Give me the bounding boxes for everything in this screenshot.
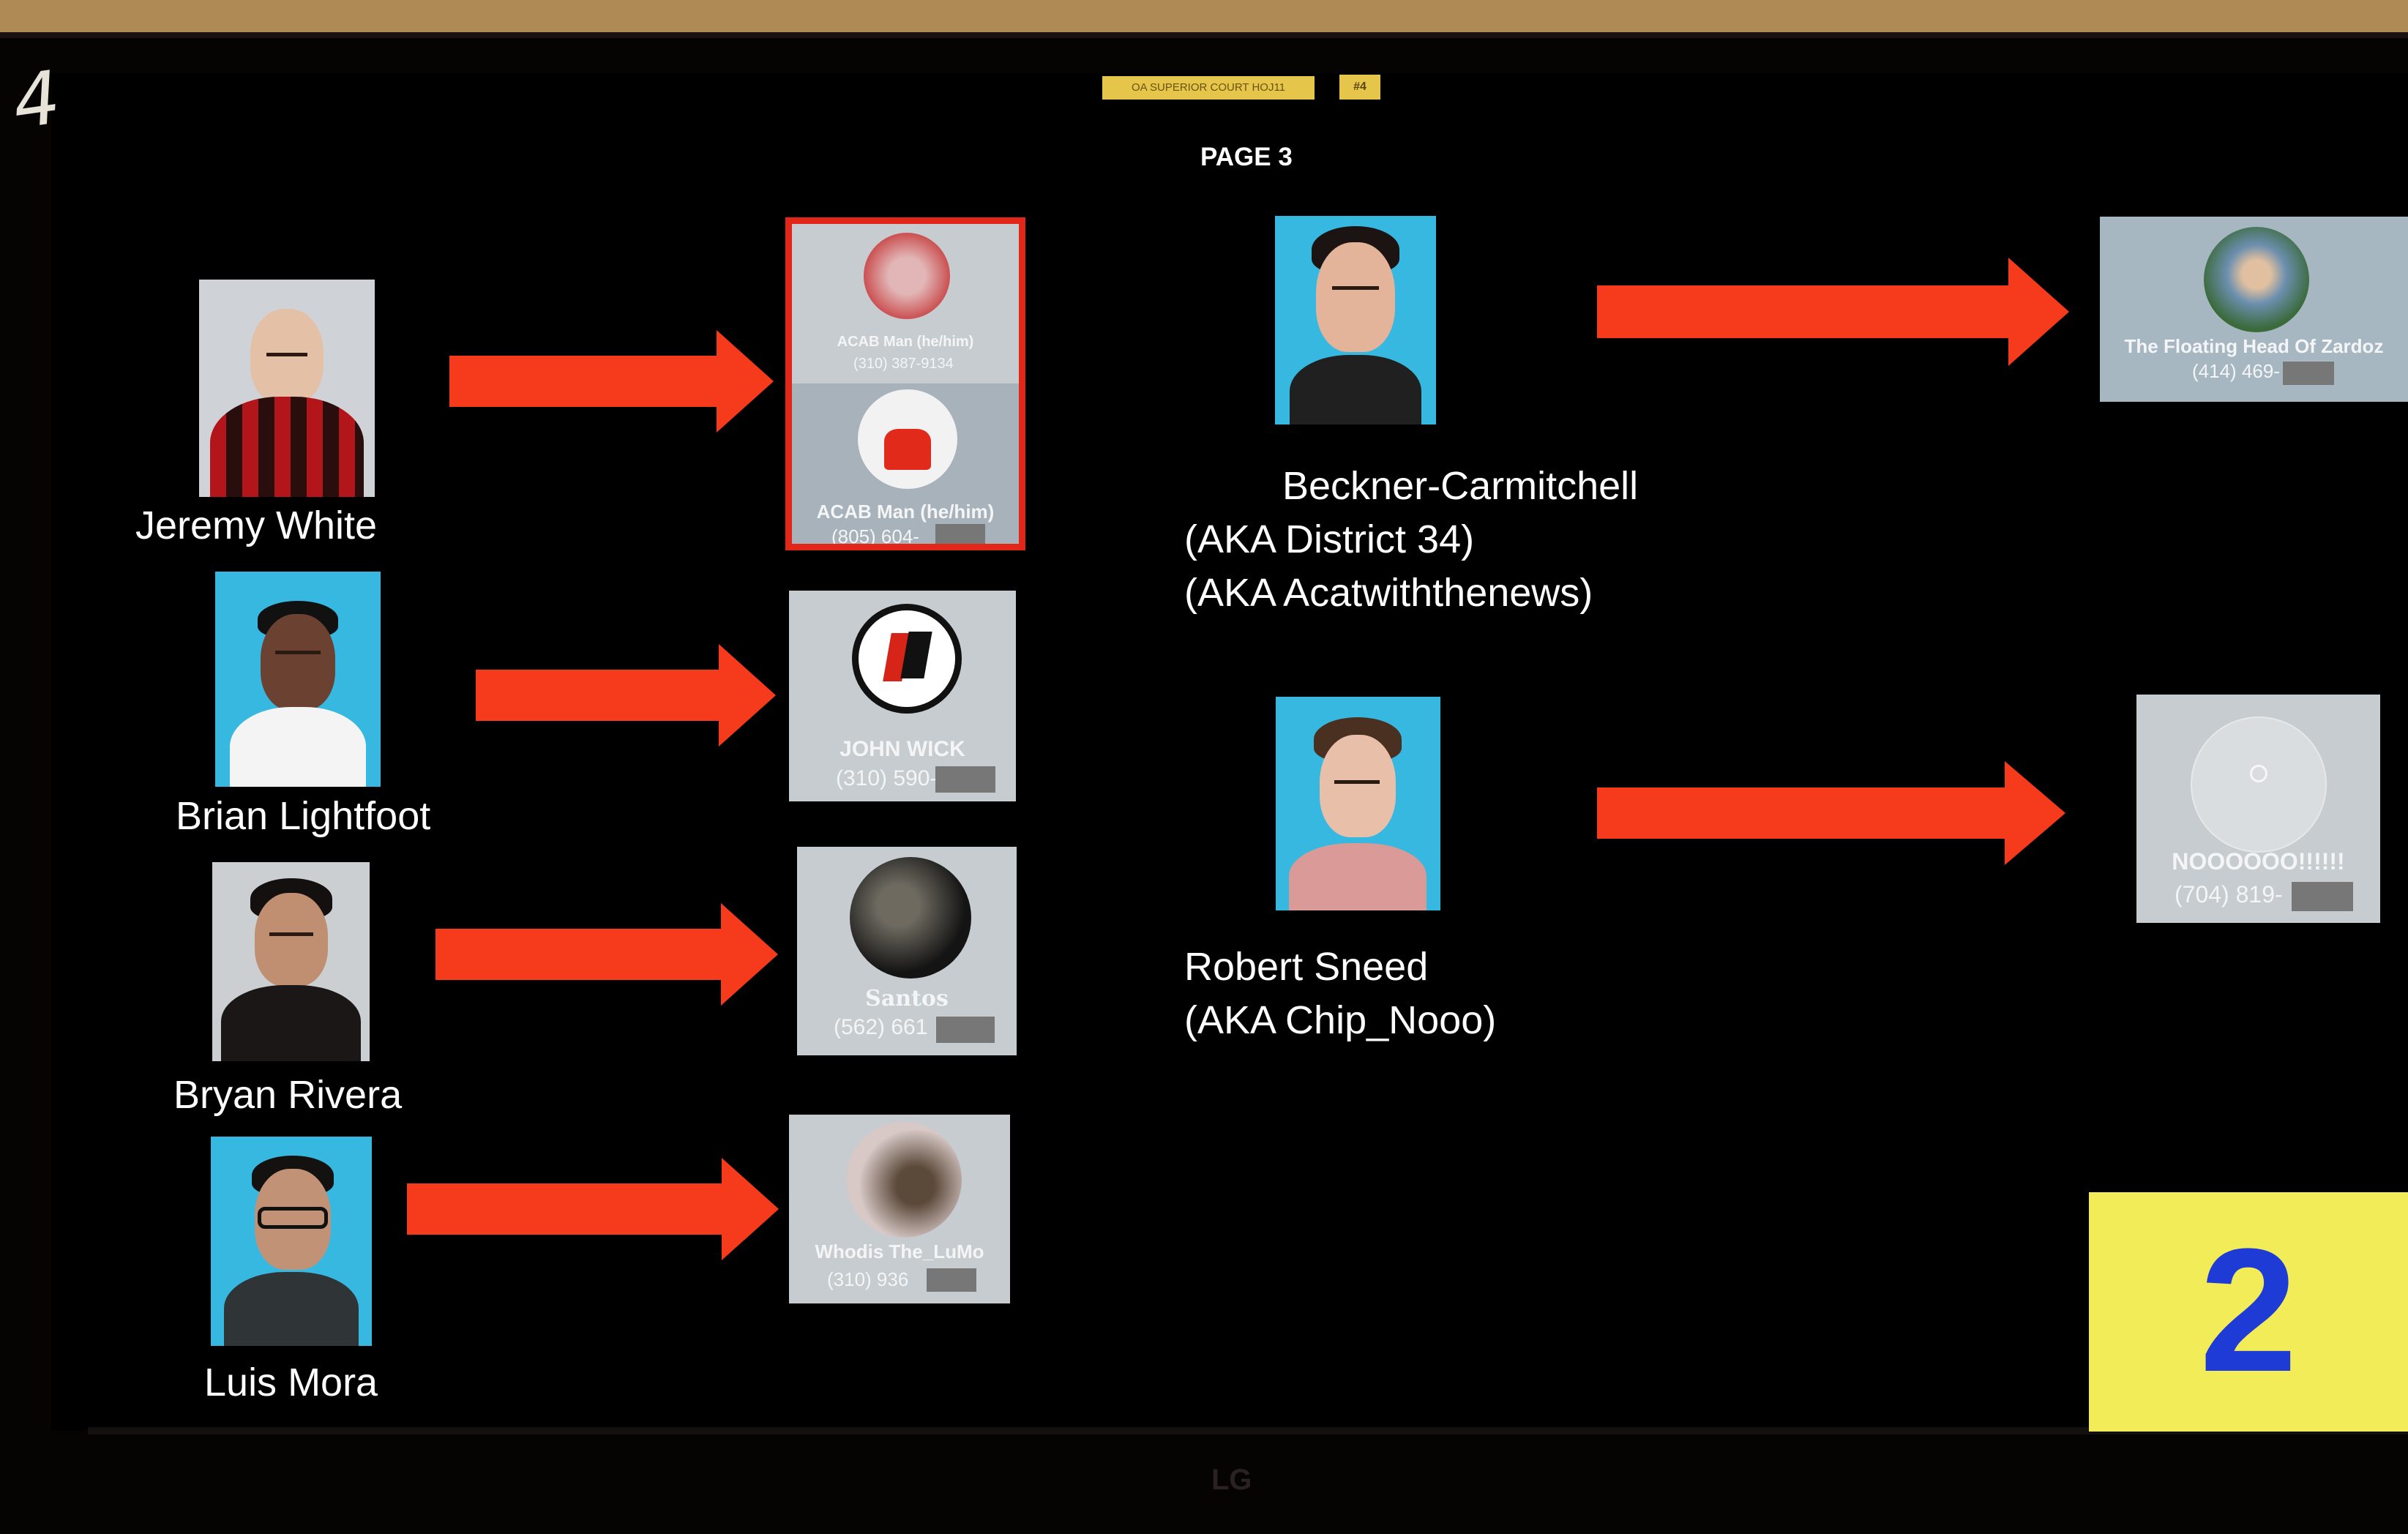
- redaction-box: [2292, 882, 2353, 911]
- profile-phone: (414) 469-: [2192, 360, 2280, 382]
- mugshot-jeremy-white: [199, 280, 375, 497]
- profile-card: JOHN WICK (310) 590-: [789, 591, 1016, 801]
- profile-name: ACAB Man (he/him): [837, 334, 974, 350]
- mugshot-bryan-rivera: [212, 862, 370, 1061]
- mugshot-robert-sneed: [1276, 697, 1440, 910]
- mugshot-brian-lightfoot: [215, 572, 381, 787]
- profile-name: NOOOOOO!!!!!!: [2172, 848, 2345, 875]
- redaction-box: [936, 1017, 995, 1043]
- arrow-right-icon: [1597, 258, 2069, 366]
- arrow-right-icon: [449, 330, 774, 433]
- profile-card: ACAB Man (he/him) (310) 387-9134: [792, 224, 1019, 384]
- profile-avatar: [2204, 227, 2309, 332]
- arrow-right-icon: [407, 1158, 779, 1260]
- profile-phone: (805) 604-: [831, 525, 919, 544]
- arrow-right-icon: [476, 644, 776, 747]
- profile-phone: (310) 936: [827, 1268, 909, 1290]
- profile-card: Santos (562) 661: [797, 847, 1017, 1055]
- profile-avatar: [864, 233, 950, 319]
- profile-card: NOOOOOO!!!!!! (704) 819-: [2136, 695, 2380, 923]
- profile-phone: (310) 387-9134: [853, 356, 954, 372]
- arrow-right-icon: [1597, 761, 2065, 865]
- alias-line: (AKA Acatwiththenews): [1184, 571, 1593, 615]
- highlight-frame: ACAB Man (he/him) (310) 387-9134 ACAB Ma…: [785, 217, 1025, 550]
- profile-phone: (562) 661: [834, 1015, 928, 1039]
- tv-brand-logo: LG: [1211, 1464, 1252, 1496]
- profile-name: Santos: [865, 986, 949, 1011]
- redaction-box: [935, 766, 995, 793]
- exhibit-number: 2: [2199, 1212, 2297, 1408]
- person-name: Brian Lightfoot: [176, 794, 431, 838]
- number-sticker: #4: [1339, 75, 1380, 100]
- profile-card: ACAB Man (he/him) (805) 604-: [792, 384, 1019, 544]
- profile-card: Whodis The_LuMo (310) 936: [789, 1115, 1010, 1303]
- court-sticker: OA SUPERIOR COURT HOJ11: [1102, 76, 1315, 100]
- alias-line: Robert Sneed: [1184, 945, 1429, 989]
- mugshot-beckner-carmitchell: [1275, 216, 1436, 424]
- person-name: Bryan Rivera: [173, 1073, 403, 1117]
- profile-avatar: [846, 1122, 962, 1238]
- profile-name: Whodis The_LuMo: [815, 1241, 984, 1262]
- exhibit-sticker: [2089, 1192, 2408, 1432]
- arrow-right-icon: [435, 903, 778, 1006]
- profile-name: The Floating Head Of Zardoz: [2124, 335, 2384, 357]
- profile-name: ACAB Man (he/him): [816, 501, 995, 523]
- redaction-box: [927, 1268, 976, 1292]
- person-name: Jeremy White: [135, 504, 378, 547]
- profile-card: The Floating Head Of Zardoz (414) 469-: [2100, 217, 2408, 402]
- profile-phone: (704) 819-: [2175, 881, 2283, 908]
- alias-line: (AKA District 34): [1184, 517, 1475, 561]
- redaction-box: [935, 524, 985, 544]
- default-user-icon: [2191, 717, 2327, 853]
- redaction-box: [2283, 362, 2334, 385]
- mugshot-luis-mora: [211, 1137, 372, 1346]
- profile-name: JOHN WICK: [840, 737, 965, 761]
- screen-bottom-edge: [88, 1427, 2408, 1434]
- alias-line: Beckner-Carmitchell: [1282, 464, 1639, 508]
- person-name: Luis Mora: [204, 1361, 378, 1404]
- profile-phone: (310) 590-: [836, 766, 938, 790]
- page-label: PAGE 3: [1200, 143, 1293, 171]
- profile-avatar: [850, 857, 971, 979]
- alias-line: (AKA Chip_Nooo): [1184, 998, 1497, 1042]
